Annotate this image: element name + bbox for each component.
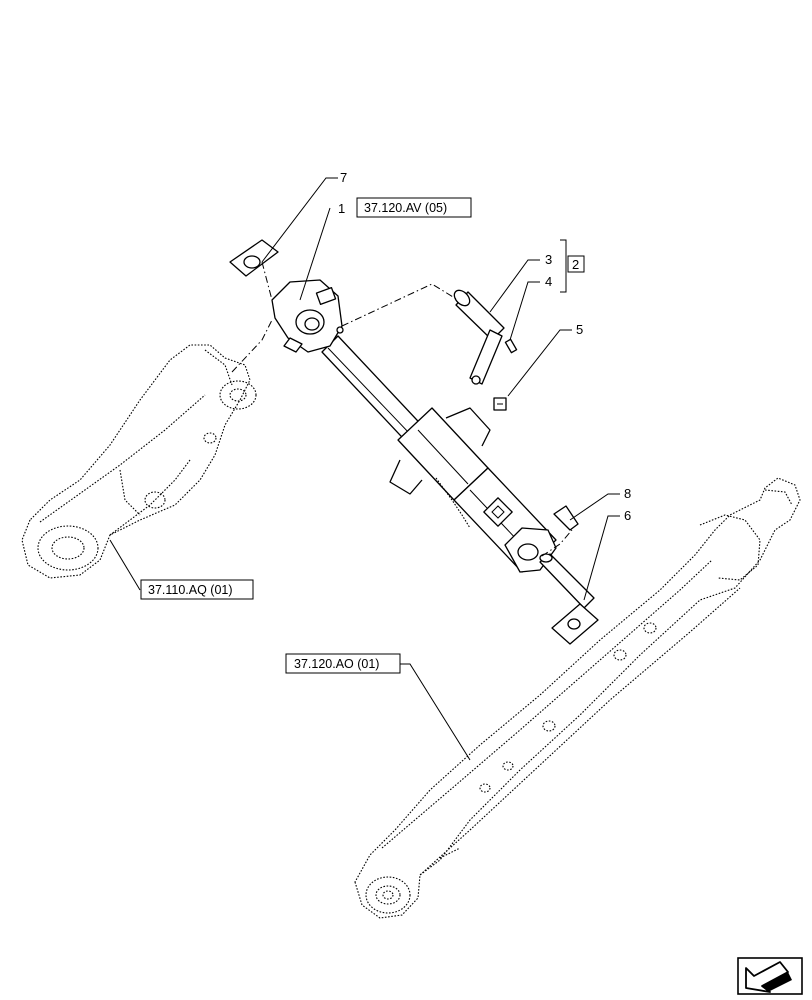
center-lines bbox=[231, 261, 573, 557]
callout-7: 7 bbox=[340, 170, 347, 185]
callout-1: 1 bbox=[338, 201, 345, 216]
callout-4: 4 bbox=[545, 274, 552, 289]
ref-support[interactable]: 37.110.AQ (01) bbox=[148, 583, 233, 597]
callout-3: 3 bbox=[545, 252, 552, 267]
arrow-down-left-icon[interactable] bbox=[737, 957, 803, 995]
lower-link-phantom bbox=[354, 477, 801, 919]
callout-6: 6 bbox=[624, 508, 631, 523]
pin-part-7 bbox=[229, 239, 279, 277]
leader-lines bbox=[109, 177, 620, 761]
callout-5: 5 bbox=[576, 322, 583, 337]
bolt-part-5 bbox=[493, 397, 507, 411]
pin-part-3-4 bbox=[453, 289, 518, 385]
ref-lower-link[interactable]: 37.120.AO (01) bbox=[294, 657, 379, 671]
ref-top-link[interactable]: 37.120.AV (05) bbox=[364, 201, 447, 215]
ref-box-support[interactable] bbox=[140, 579, 254, 600]
pin-part-6 bbox=[539, 553, 599, 645]
top-link-assembly bbox=[271, 279, 557, 573]
callout-2: 2 bbox=[572, 257, 579, 272]
ref-box-lower-link[interactable] bbox=[285, 653, 401, 674]
ref-box-top-link[interactable] bbox=[356, 197, 472, 218]
callout-2-box bbox=[567, 255, 585, 273]
lift-arm-support-phantom bbox=[21, 344, 257, 579]
clip-part-8 bbox=[553, 505, 579, 531]
callout-8: 8 bbox=[624, 486, 631, 501]
